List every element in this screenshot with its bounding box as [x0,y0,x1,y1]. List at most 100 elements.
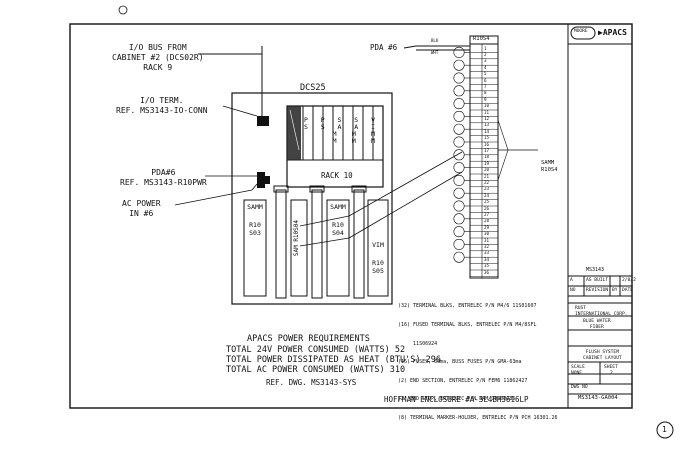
terminal-number: 27 [484,212,490,217]
fuse-circle [453,59,465,71]
terminal-rows [470,52,498,277]
customer-name: RUST INTERNATIONAL CORP. [575,306,628,317]
project-name: BLUE WATER FIBER [583,319,611,330]
ac-power-label: AC POWER IN #6 [122,199,161,218]
fuse-circle [453,85,465,97]
fuse-circle [453,174,465,186]
dwg-no-label: DWG NO [571,385,588,390]
fuse-circle [453,238,465,250]
pda-label: PDA#6 REF. MS3143-R10PWR [120,168,207,187]
terminal-number: 21 [484,173,490,179]
terminal-header: R10S4 [473,36,490,42]
samm-side-label: SAMM R10S4 [541,160,558,173]
moore-logo-frame [570,26,596,40]
pda-connector [257,172,265,188]
cabinet-name: DCS25 [300,83,326,93]
terminal-number: 4 [484,64,487,70]
page-number: 1 [662,425,667,434]
channel-1 [275,189,287,299]
terminal-number: 3 [484,58,487,64]
fuse-circle [453,149,465,161]
terminal-number: 25 [484,199,490,205]
module-samm-mid [326,199,350,297]
io-term-connector [257,116,269,126]
terminal-number: 26 [484,205,490,211]
terminal-number: 28 [484,218,490,224]
channel-3 [353,189,365,299]
page-number-circle [656,421,674,439]
module-sam-label: SAM R10S04 [293,220,300,257]
io-term-label: I/O TERM. REF. MS3143-IO-CONN [116,96,208,115]
ref-drawing: REF. DWG. MS3143-SYS [266,378,357,387]
revision-row-2: NO REVISION BY DATE [570,288,634,293]
io-bus-label: I/O BUS FROM CABINET #2 (DCS02R) RACK 9 [112,43,204,72]
terminal-number: 31 [484,237,490,243]
pda-right-label: PDA #6 [370,43,398,52]
fuse-circle [453,226,465,238]
module-samm-left-label: SAMM R10 S03 [247,203,263,237]
terminal-number: 17 [484,148,490,153]
terminal-number: 32 [484,244,490,249]
terminal-number: 18 [484,154,490,160]
terminal-number: 19 [484,160,490,166]
terminal-number: 9 [484,96,487,102]
title-block-frame [567,23,633,409]
terminal-number: 22 [484,180,490,185]
terminal-number: 13 [484,122,490,128]
fuse-circle [453,187,465,199]
terminal-number: 15 [484,135,490,141]
parts-notes: (32) TERMINAL BLKS, ENTRELEC P/N M4/6 11… [398,303,558,422]
fuse-circle [453,162,465,174]
terminal-number: 7 [484,84,487,89]
moore-logo: MOORE [574,29,588,34]
terminal-number: 8 [484,90,487,96]
fuse-circle [453,110,465,122]
fuse-circle [453,46,465,58]
terminal-number: 2 [484,52,487,57]
fuse-circles [453,46,470,263]
fuse-circle [453,213,465,225]
terminal-number: 10 [484,103,490,109]
hoffman-enclosure: HOFFMAN ENCLOSURE #A-3L4BH3616LP [384,395,529,404]
terminal-number: 23 [484,186,490,192]
fuse-circle [453,72,465,84]
power-lines: TOTAL 24V POWER CONSUMED (WATTS) 52 TOTA… [226,345,441,375]
module-vim-label: VIM R10 S05 [372,241,384,275]
module-sam [290,199,308,297]
wire-wht-label: WHT [431,50,439,55]
power-title: APACS POWER REQUIREMENTS [247,334,370,344]
terminal-number: 12 [484,116,490,121]
fuse-circle [453,251,465,263]
terminal-number: 30 [484,231,490,237]
fuse-circle [453,123,465,135]
terminal-number: 36 [484,269,490,275]
terminal-number: 1 [484,45,487,51]
sheet-field: SHEET 2 [604,365,618,376]
terminal-number: 16 [484,141,490,147]
wire-blk-label: BLK [431,38,439,43]
terminal-number: 11 [484,109,490,115]
terminal-number: 34 [484,256,490,262]
module-samm-mid-label: SAMM R10 S04 [330,203,346,237]
revision-row-1: A AS BUILT 2/8/2 [570,278,636,283]
terminal-number: 35 [484,263,490,269]
terminal-number: 5 [484,71,487,77]
fuse-circle [453,136,465,148]
apacs-logo: ▶APACS [598,28,627,37]
registration-mark [118,5,128,15]
terminal-number: 6 [484,77,487,83]
terminal-number: 14 [484,128,490,134]
terminal-number: 20 [484,167,490,173]
fuse-circle [453,98,465,110]
fuse-circle [453,200,465,212]
terminal-number: 29 [484,224,490,230]
module-samm-left [243,199,267,297]
apacs-arrow-icon: ▶ [598,28,603,37]
dwg-no-top: MS3143 [586,267,605,273]
rack-name: RACK 10 [321,171,353,180]
dwg-no-value: MS3143-GA004 [578,395,618,401]
terminal-number: 24 [484,192,490,198]
